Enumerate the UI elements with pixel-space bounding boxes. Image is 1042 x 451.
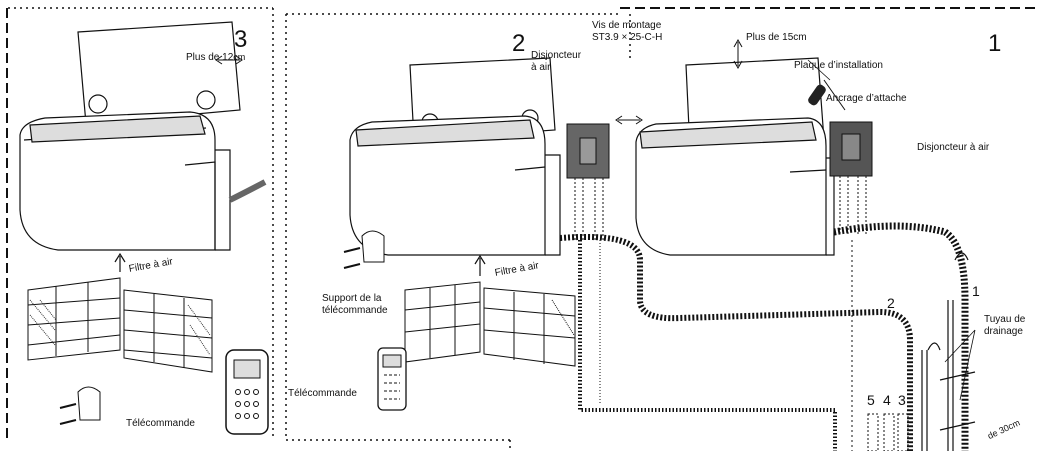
screw-label-line2: ST3.9 × 25-C-H <box>592 32 663 43</box>
drain-label-line1: Tuyau de <box>984 314 1026 325</box>
breaker-2-label-line1: Disjoncteur <box>531 50 582 61</box>
arrow-up-3 <box>114 252 126 272</box>
anchor-1 <box>808 84 826 106</box>
drain-pipes <box>559 222 969 451</box>
remote-2-label: Télécommande <box>288 388 357 399</box>
breaker-1-label: Disjoncteur à air <box>917 142 990 153</box>
clearance-12-label: Plus de 12cm <box>186 52 246 63</box>
holder-label-line2: télécommande <box>322 305 388 316</box>
double-arrow-2 <box>615 115 643 125</box>
breaker-2 <box>566 123 610 240</box>
pipe-supports <box>921 252 976 451</box>
holder-label-line1: Support de la <box>322 293 382 304</box>
indoor-unit-3 <box>19 21 267 251</box>
drain-label-line2: drainage <box>984 326 1023 337</box>
pipe-number-1: 1 <box>972 283 980 299</box>
remote-3-label: Télécommande <box>126 418 195 429</box>
anchor-label: Ancrage d’attache <box>826 93 907 104</box>
pipe-number-5: 5 <box>867 392 875 408</box>
indoor-unit-1 <box>635 57 846 256</box>
screw-label-line1: Vis de montage <box>592 20 662 31</box>
remote-control-3 <box>225 349 269 435</box>
step-2-number: 2 <box>512 30 526 57</box>
installation-plate-label: Plaque d’installation <box>794 60 883 71</box>
remote-holder-2 <box>343 230 385 269</box>
arrow-up-2 <box>474 254 486 276</box>
leader-lines <box>807 59 976 401</box>
remote-holder-3 <box>59 386 101 425</box>
breaker-1 <box>829 121 873 236</box>
breaker-2-label-line2: à air <box>531 62 551 73</box>
dashed-boxes <box>867 413 909 451</box>
double-arrow-1 <box>733 38 743 70</box>
pipe-number-4: 4 <box>883 392 891 408</box>
double-arrow-3 <box>215 55 243 65</box>
indoor-unit-2 <box>349 57 561 256</box>
air-filter-2 <box>404 281 576 367</box>
remote-control-2 <box>377 347 407 411</box>
pipe-number-2: 2 <box>887 295 895 311</box>
air-filter-3 <box>27 277 213 373</box>
step-3-number: 3 <box>234 26 248 53</box>
pipe-number-3: 3 <box>898 392 906 408</box>
panel-borders <box>6 7 1040 451</box>
clearance-15-label: Plus de 15cm <box>746 32 807 43</box>
clearance-12-unit: cm <box>233 52 246 62</box>
step-1-number: 1 <box>988 30 1002 57</box>
